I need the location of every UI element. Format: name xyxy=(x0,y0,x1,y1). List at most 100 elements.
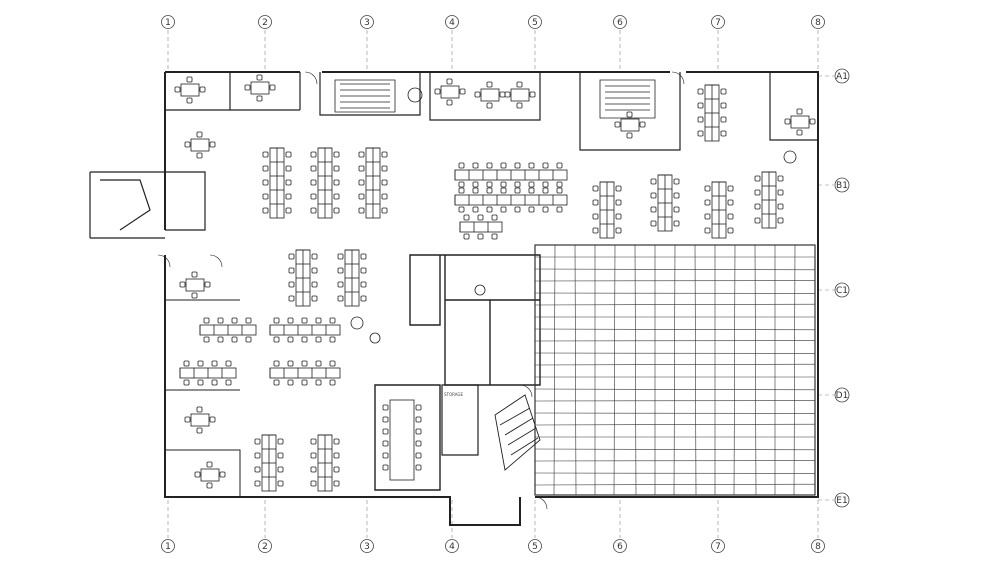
chair xyxy=(310,466,317,473)
chair xyxy=(333,480,340,487)
chair xyxy=(592,227,599,234)
grid-label-col: 8 xyxy=(815,542,821,552)
grid-bubble-col xyxy=(528,539,542,553)
chair xyxy=(784,118,791,125)
desk xyxy=(200,468,220,482)
grid-label-col: 3 xyxy=(364,18,370,28)
ceiling-line xyxy=(694,244,697,496)
chair xyxy=(415,404,422,411)
chair xyxy=(256,95,263,102)
chair xyxy=(196,406,203,413)
grid-label-col: 4 xyxy=(449,542,455,552)
chair xyxy=(191,292,198,299)
chair xyxy=(486,181,493,188)
chair xyxy=(650,220,657,227)
door-swing xyxy=(209,254,223,268)
chair xyxy=(472,206,479,213)
chair xyxy=(650,206,657,213)
chair xyxy=(382,428,389,435)
door-swing xyxy=(534,496,548,510)
chair xyxy=(287,379,294,386)
chair xyxy=(514,206,521,213)
round-table xyxy=(474,284,486,296)
chair xyxy=(333,452,340,459)
chair xyxy=(415,464,422,471)
chair xyxy=(556,206,563,213)
chair xyxy=(333,207,340,214)
chair xyxy=(727,227,734,234)
grid-label-col: 7 xyxy=(715,542,721,552)
desk xyxy=(269,367,341,379)
desk xyxy=(190,413,210,427)
chair xyxy=(277,452,284,459)
round-table xyxy=(350,316,364,330)
grid-label-row: C1 xyxy=(836,286,848,296)
chair xyxy=(615,227,622,234)
ceiling-line xyxy=(534,423,816,426)
chair xyxy=(514,181,521,188)
chair xyxy=(209,416,216,423)
chair xyxy=(615,185,622,192)
left-partitions xyxy=(165,299,241,497)
ceiling-grid-area xyxy=(534,244,816,496)
desk xyxy=(790,115,810,129)
chair xyxy=(287,360,294,367)
chair xyxy=(254,466,261,473)
grid-label-row: D1 xyxy=(836,391,849,401)
chair xyxy=(196,427,203,434)
chair xyxy=(615,213,622,220)
chair xyxy=(184,141,191,148)
chair xyxy=(203,317,210,324)
chair xyxy=(809,118,816,125)
room-labels: STORAGE xyxy=(444,392,464,397)
chair xyxy=(337,281,344,288)
chair xyxy=(337,267,344,274)
conference-room xyxy=(374,384,441,491)
chair xyxy=(209,141,216,148)
chair xyxy=(301,360,308,367)
chair xyxy=(310,207,317,214)
chair xyxy=(254,438,261,445)
chair xyxy=(472,181,479,188)
chair xyxy=(262,207,269,214)
chair xyxy=(514,162,521,169)
door-swing xyxy=(304,71,318,85)
chair xyxy=(542,181,549,188)
chair xyxy=(639,121,646,128)
vestibule xyxy=(89,171,206,239)
chair xyxy=(754,175,761,182)
grid-bubble-row xyxy=(834,177,850,193)
chair xyxy=(301,336,308,343)
chair xyxy=(704,199,711,206)
chair xyxy=(262,179,269,186)
chair xyxy=(196,131,203,138)
chair xyxy=(186,76,193,83)
chair xyxy=(329,317,336,324)
chair xyxy=(285,193,292,200)
chair xyxy=(333,438,340,445)
chair xyxy=(333,193,340,200)
chair xyxy=(704,227,711,234)
chair xyxy=(183,379,190,386)
grid-label-col: 5 xyxy=(532,18,538,28)
door-swing xyxy=(157,254,171,268)
chair xyxy=(754,189,761,196)
ceiling-line xyxy=(733,244,736,496)
chair xyxy=(301,379,308,386)
chair xyxy=(415,416,422,423)
chair xyxy=(358,179,365,186)
chair xyxy=(556,187,563,194)
chair xyxy=(211,360,218,367)
chair xyxy=(382,452,389,459)
chair xyxy=(382,440,389,447)
chair xyxy=(381,193,388,200)
ceiling-line xyxy=(534,388,816,391)
chair xyxy=(206,482,213,489)
chair xyxy=(244,84,251,91)
chair xyxy=(382,404,389,411)
chair xyxy=(184,416,191,423)
chair xyxy=(499,91,506,98)
chair xyxy=(592,185,599,192)
chair xyxy=(174,86,181,93)
